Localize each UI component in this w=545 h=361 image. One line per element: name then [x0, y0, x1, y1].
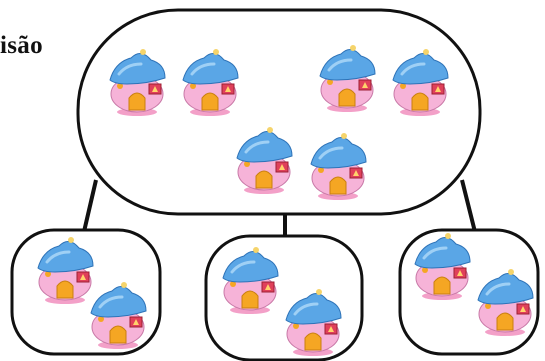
connector-left	[81, 179, 98, 237]
connector-right	[460, 179, 478, 237]
top-group-container	[76, 8, 482, 216]
page-title: isão	[0, 32, 43, 59]
